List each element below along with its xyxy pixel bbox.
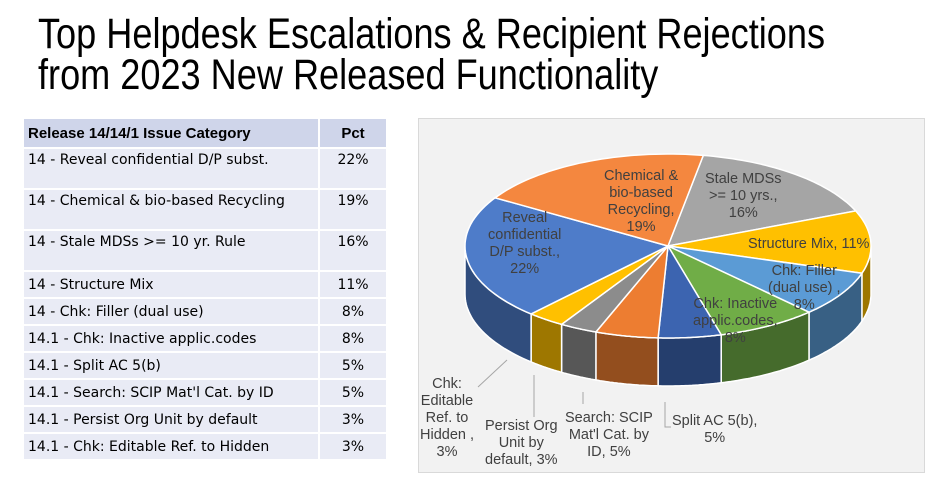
cell-category: 14 - Stale MDSs >= 10 yr. Rule: [22, 229, 320, 272]
cell-pct: 3%: [318, 432, 388, 461]
pie-label-line: 19%: [626, 219, 656, 235]
pie-label-line: confidential: [488, 227, 562, 243]
pie-label-line: Unit by: [498, 435, 544, 451]
pie-label-line: bio-based: [609, 185, 673, 201]
cell-pct: 22%: [318, 147, 388, 190]
cell-pct: 11%: [318, 270, 388, 299]
pie-data-label: Stale MDSs>= 10 yrs.,16%: [705, 171, 782, 222]
slide-title: Top Helpdesk Escalations & Recipient Rej…: [38, 10, 826, 99]
leader-line: [664, 402, 671, 428]
cell-pct: 19%: [318, 188, 388, 231]
pie-slice-side: [595, 331, 659, 387]
pie-label-line: 22%: [510, 261, 540, 277]
pie-label-line: D/P subst.,: [489, 244, 560, 260]
table-row: 14 - Chk: Filler (dual use)8%: [22, 297, 388, 326]
header-pct: Pct: [318, 117, 388, 149]
pie-data-label: Structure Mix, 11%: [748, 236, 869, 253]
pie-label-line: >= 10 yrs.,: [709, 188, 778, 204]
cell-category: 14 - Structure Mix: [22, 270, 320, 299]
pie-label-line: (dual use) ,: [768, 280, 841, 296]
pie-label-line: Editable: [420, 393, 474, 409]
pie-label-line: Chk: Filler: [771, 263, 837, 279]
cell-pct: 5%: [318, 378, 388, 407]
pie-data-label: Chk: Filler(dual use) ,8%: [768, 263, 841, 314]
cell-category: 14 - Chemical & bio-based Recycling: [22, 188, 320, 231]
cell-pct: 8%: [318, 297, 388, 326]
pie-label-line: Search: SCIP: [565, 410, 653, 426]
pie-slice: [594, 243, 670, 339]
cell-pct: 5%: [318, 351, 388, 380]
pie-label-line: Structure Mix, 11%: [748, 236, 870, 252]
cell-category: 14.1 - Persist Org Unit by default: [22, 405, 320, 434]
cell-category: 14.1 - Split AC 5(b): [22, 351, 320, 380]
cell-pct: 16%: [318, 229, 388, 272]
pie-slice: [666, 154, 858, 247]
cell-pct: 3%: [318, 405, 388, 434]
pie-label-line: 8%: [793, 297, 815, 313]
pie-tops: [464, 153, 872, 339]
pie-label-line: Hidden ,: [420, 427, 475, 443]
header-category: Release 14/14/1 Issue Category: [22, 117, 320, 149]
title-line-1: Top Helpdesk Escalations & Recipient Rej…: [38, 10, 826, 58]
pie-slice: [559, 245, 669, 333]
pie-slice: [464, 196, 671, 315]
pie-label-line: Chk:: [432, 376, 462, 392]
pie-slice: [667, 245, 864, 314]
cell-category: 14.1 - Chk: Editable Ref. to Hidden: [22, 432, 320, 461]
pie-data-label: Split AC 5(b),5%: [672, 413, 757, 447]
pie-slice-side: [560, 323, 597, 381]
table-row: 14 - Reveal confidential D/P subst.22%: [22, 147, 388, 190]
pie-label-line: Stale MDSs: [705, 171, 782, 187]
pie-sides: [464, 245, 872, 387]
pie-label-line: Ref. to: [425, 410, 469, 426]
pie-label-line: Chemical &: [604, 168, 679, 184]
table-row: 14.1 - Split AC 5(b)5%: [22, 351, 388, 380]
cell-category: 14 - Reveal confidential D/P subst.: [22, 147, 320, 190]
pie-label-line: 16%: [728, 205, 758, 221]
table-header: Release 14/14/1 Issue Category Pct: [22, 117, 388, 149]
pie-label-line: applic.codes,: [693, 313, 778, 329]
pie-label-line: 3%: [436, 444, 458, 460]
pie-slice: [493, 153, 705, 247]
pie-label-line: Reveal: [502, 210, 548, 226]
issue-table: Release 14/14/1 Issue Category Pct 14 - …: [22, 117, 388, 461]
pie-label-line: Persist Org: [485, 418, 558, 434]
pie-slice: [529, 245, 669, 326]
pie-slice: [657, 243, 723, 339]
cell-category: 14.1 - Search: SCIP Mat'l Cat. by ID: [22, 378, 320, 407]
pie-label-line: Split AC 5(b),: [672, 413, 758, 429]
pie-label-line: 5%: [704, 430, 726, 446]
cell-category: 14.1 - Chk: Inactive applic.codes: [22, 324, 320, 353]
pie-label-line: default, 3%: [485, 452, 558, 468]
pie-slice: [667, 210, 872, 275]
pie-slice: [666, 244, 811, 336]
pie-label-line: Recycling,: [607, 202, 675, 218]
leader-line: [477, 359, 508, 388]
pie-label-line: 8%: [724, 330, 746, 346]
pie-label-line: Mat'l Cat. by: [568, 427, 649, 443]
pie-label-line: Chk: Inactive: [693, 296, 778, 312]
cell-pct: 8%: [318, 324, 388, 353]
title-line-2: from 2023 New Released Functionality: [38, 51, 659, 99]
pie-label-line: ID, 5%: [587, 444, 631, 460]
cell-category: 14 - Chk: Filler (dual use): [22, 297, 320, 326]
